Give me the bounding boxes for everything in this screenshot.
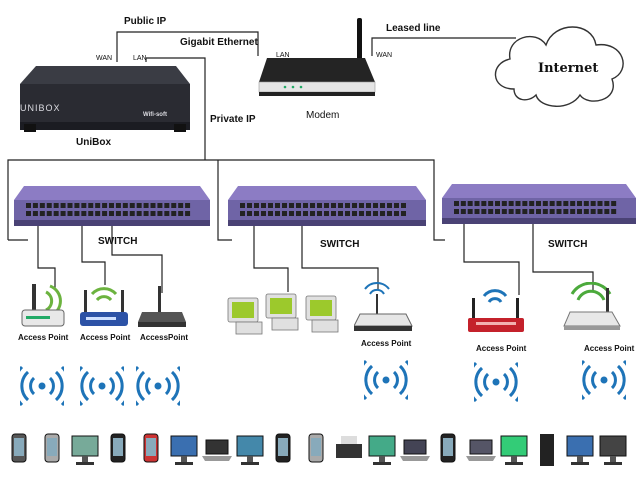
wifi-signal-1-icon (20, 365, 64, 407)
gaming-icon (275, 433, 291, 463)
internet-label: Internet (538, 61, 599, 76)
modem-wan-port-label: WAN (376, 52, 393, 59)
switch-2-icon (228, 186, 426, 226)
wifi-signal-5-icon (474, 361, 518, 403)
desktop-icon (599, 435, 627, 465)
tablet-icon (44, 433, 60, 463)
modem-label: Modem (306, 110, 340, 121)
internet-cloud-icon (494, 26, 624, 107)
gigabit-ethernet-label: Gigabit Ethernet (180, 37, 258, 48)
monitor-icon (236, 435, 264, 465)
phone-icon (11, 433, 27, 463)
laptop-icon (466, 439, 496, 461)
access-point-1-icon (21, 284, 65, 327)
unibox-router-icon (20, 66, 190, 132)
access-point-2-icon (80, 287, 128, 326)
monitor-icon (170, 435, 198, 465)
switch-3-label: SWITCH (548, 239, 588, 250)
tablet-icon (308, 433, 324, 463)
desktop-computers-icon (227, 293, 339, 335)
wifisoft-badge-text: Wifi-soft (143, 112, 167, 118)
laptop-icon (400, 439, 430, 461)
private-ip-label: Private IP (210, 114, 256, 125)
switch-1-icon (14, 186, 210, 226)
laptop-icon (202, 439, 232, 461)
wifi-signal-3-icon (136, 365, 180, 407)
access-point-4-icon (354, 282, 413, 331)
switch-1-label: SWITCH (98, 236, 138, 247)
access-point-2-label: Access Point (80, 333, 131, 342)
smartphone-icon (440, 433, 456, 463)
access-point-6-icon (563, 282, 621, 330)
wifi-signal-4-icon (364, 359, 408, 401)
desktop-icon (368, 435, 396, 465)
access-point-5-icon (468, 289, 524, 332)
public-ip-label: Public IP (124, 16, 167, 27)
switch-3-icon (442, 184, 636, 224)
access-point-3-icon (138, 286, 186, 327)
unibox-lan-port-label: LAN (133, 55, 147, 62)
access-point-1-label: Access Point (18, 333, 69, 342)
unibox-badge-text: UNIBOX (20, 103, 61, 113)
smartphone-icon (110, 433, 126, 463)
access-point-4-label: Access Point (361, 339, 412, 348)
unibox-label: UniBox (76, 137, 111, 148)
modem-lan-port-label: LAN (276, 52, 290, 59)
wifi-signal-2-icon (80, 365, 124, 407)
ebook-icon (143, 433, 159, 463)
access-point-5-label: Access Point (476, 344, 527, 353)
switch-2-label: SWITCH (320, 239, 360, 250)
wifi-signal-6-icon (582, 359, 626, 401)
access-point-3-label: AccessPoint (140, 333, 189, 342)
desktop-icon (500, 435, 528, 465)
unibox-wan-port-label: WAN (96, 55, 113, 62)
desktop-icon (71, 435, 99, 465)
tower-pc-icon (540, 434, 554, 466)
modem-icon (258, 18, 376, 96)
monitor-icon (566, 435, 594, 465)
printer-icon (336, 436, 362, 458)
leased-line-label: Leased line (386, 23, 441, 34)
access-point-6-label: Access Point (584, 344, 635, 353)
